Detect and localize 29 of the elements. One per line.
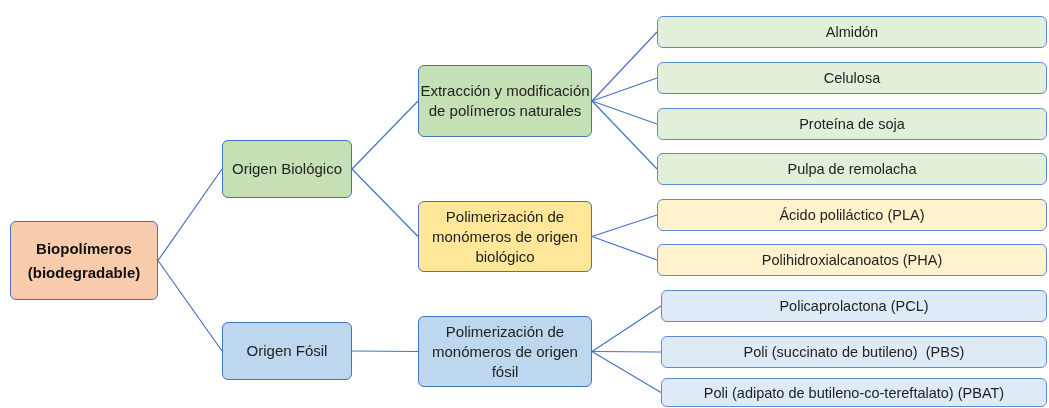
category-box: Origen Fósil: [222, 322, 352, 380]
leaf-box: Proteína de soja: [657, 108, 1047, 140]
category-box: Origen Biológico: [222, 140, 352, 198]
connector-line: [591, 31, 658, 102]
leaf-box: Almidón: [657, 16, 1047, 48]
connector-line: [591, 350, 662, 353]
leaf-box: Poli (adipato de butileno-co-tereftalato) (PBAT): [661, 378, 1047, 407]
leaf-box: Polihidroxialcanoatos (PHA): [657, 244, 1047, 276]
connector-line: [591, 350, 662, 394]
leaf-box: Policaprolactona (PCL): [661, 290, 1047, 322]
leaf-box: Ácido poliláctico (PLA): [657, 199, 1047, 231]
leaf-box: Poli (succinato de butileno) (PBS): [661, 336, 1047, 368]
connector-line: [351, 100, 419, 170]
root-box: Biopolímeros (biodegradable): [10, 221, 158, 300]
connector-line: [351, 350, 419, 353]
category-box: Extracción y modificación de polímeros naturales: [418, 65, 592, 137]
connector-line: [591, 100, 658, 125]
category-box: Polimerización de monómeros de origen biológico: [418, 201, 592, 272]
connector-line: [591, 214, 658, 238]
leaf-box: Celulosa: [657, 62, 1047, 94]
connector-line: [591, 305, 662, 353]
category-box: Polimerización de monómeros de origen fósil: [418, 316, 592, 387]
connector-line: [591, 235, 658, 261]
connector-line: [591, 77, 658, 102]
connector-line: [157, 259, 223, 352]
connector-line: [157, 168, 223, 262]
connector-line: [591, 100, 658, 170]
leaf-box: Pulpa de remolacha: [657, 153, 1047, 185]
connector-line: [351, 168, 419, 238]
